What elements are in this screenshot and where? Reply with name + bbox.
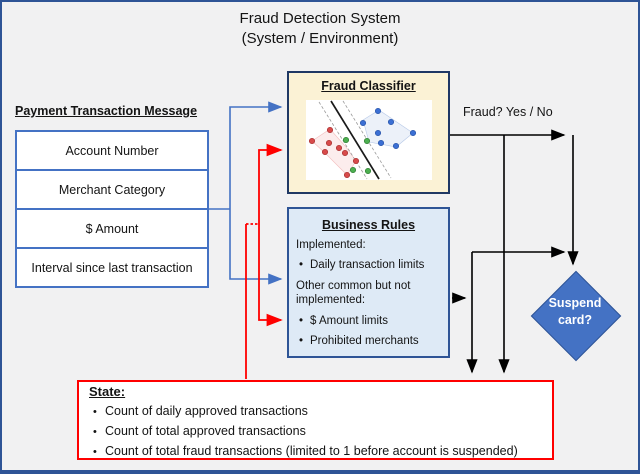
fraud-question-label: Fraud? Yes / No (463, 105, 553, 119)
svm-scatter-plot-icon (305, 100, 432, 180)
state-box: State: Count of daily approved transacti… (77, 380, 554, 460)
connector-blue-to-classifier (229, 101, 283, 209)
state-item-total-fraud: Count of total fraud transactions (limit… (89, 444, 542, 459)
state-item-total-approved: Count of total approved transactions (89, 424, 542, 439)
implemented-label: Implemented: (296, 239, 366, 251)
state-heading: State: (89, 384, 126, 399)
title-line-1: Fraud Detection System (239, 10, 401, 27)
state-item-daily-approved: Count of daily approved transactions (89, 404, 542, 419)
field-interval: Interval since last transaction (31, 260, 193, 275)
suspend-card-label: Suspend card? (548, 296, 602, 327)
payment-message-table: Account Number Merchant Category $ Amoun… (15, 130, 209, 288)
fraud-classifier-box: Fraud Classifier (287, 71, 450, 194)
connector-blue-to-business (229, 209, 283, 285)
fraud-classifier-title: Fraud Classifier (321, 79, 416, 93)
field-merchant-category: Merchant Category (17, 171, 207, 210)
business-rules-title: Business Rules (321, 218, 416, 232)
connector-red-to-business (258, 224, 283, 327)
not-implemented-item-2: Prohibited merchants (296, 334, 441, 349)
business-rules-box: Business Rules Implemented: Daily transa… (287, 207, 450, 358)
page-title: Fraud Detection System (System / Environ… (2, 9, 638, 48)
field-account-number: Account Number (17, 132, 207, 171)
connector-red-to-classifier (258, 143, 283, 224)
title-line-2: (System / Environment) (241, 29, 399, 47)
field-amount: $ Amount (17, 210, 207, 249)
payment-message-heading: Payment Transaction Message (15, 104, 198, 118)
implemented-item: Daily transaction limits (296, 258, 441, 273)
not-implemented-label: Other common but not implemented: (296, 279, 411, 307)
not-implemented-item-1: $ Amount limits (296, 314, 441, 329)
